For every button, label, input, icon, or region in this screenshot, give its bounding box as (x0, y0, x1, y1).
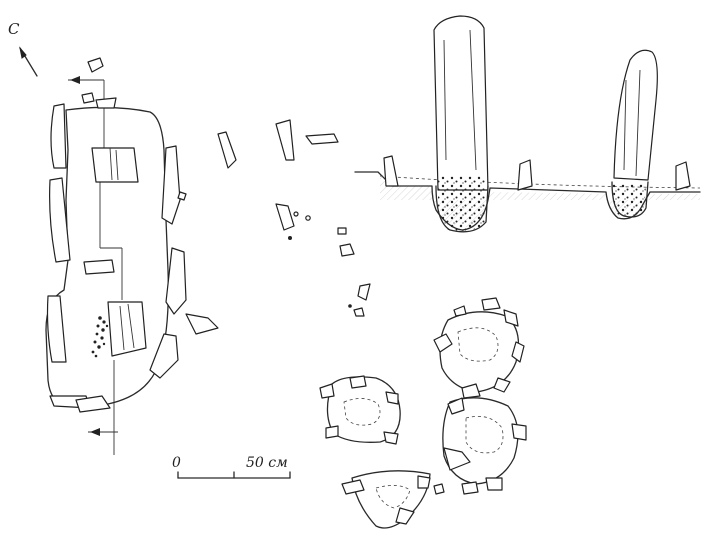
north-arrow (19, 46, 38, 77)
scale-end-label: 50 см (246, 455, 288, 471)
section-arrow-top (70, 76, 80, 84)
slab-right-3 (149, 333, 179, 379)
slab-right-4 (185, 313, 219, 335)
slab-bottom-2 (75, 395, 111, 413)
circle-a-outline (439, 311, 520, 393)
slab-left-3 (46, 295, 67, 363)
stele-1 (433, 15, 489, 191)
scale-start-label: 0 (172, 455, 181, 471)
scale-bar (177, 471, 291, 479)
section-arrow-bottom (90, 428, 100, 436)
north-label: С (8, 20, 20, 38)
stele-2 (613, 49, 658, 181)
slab-left-1 (50, 103, 67, 169)
inner-box-upper (91, 147, 139, 183)
slab-left-2 (49, 177, 71, 263)
section-profile (354, 15, 701, 233)
circle-b-outline (442, 397, 519, 485)
stone-circles (319, 297, 527, 529)
inner-box-lower (107, 301, 147, 357)
slab-right-2 (165, 247, 187, 315)
scattered-stones (217, 119, 371, 317)
bead-string (91, 316, 109, 358)
slab-right-1 (161, 145, 181, 225)
rectangular-enclosure (45, 57, 219, 455)
